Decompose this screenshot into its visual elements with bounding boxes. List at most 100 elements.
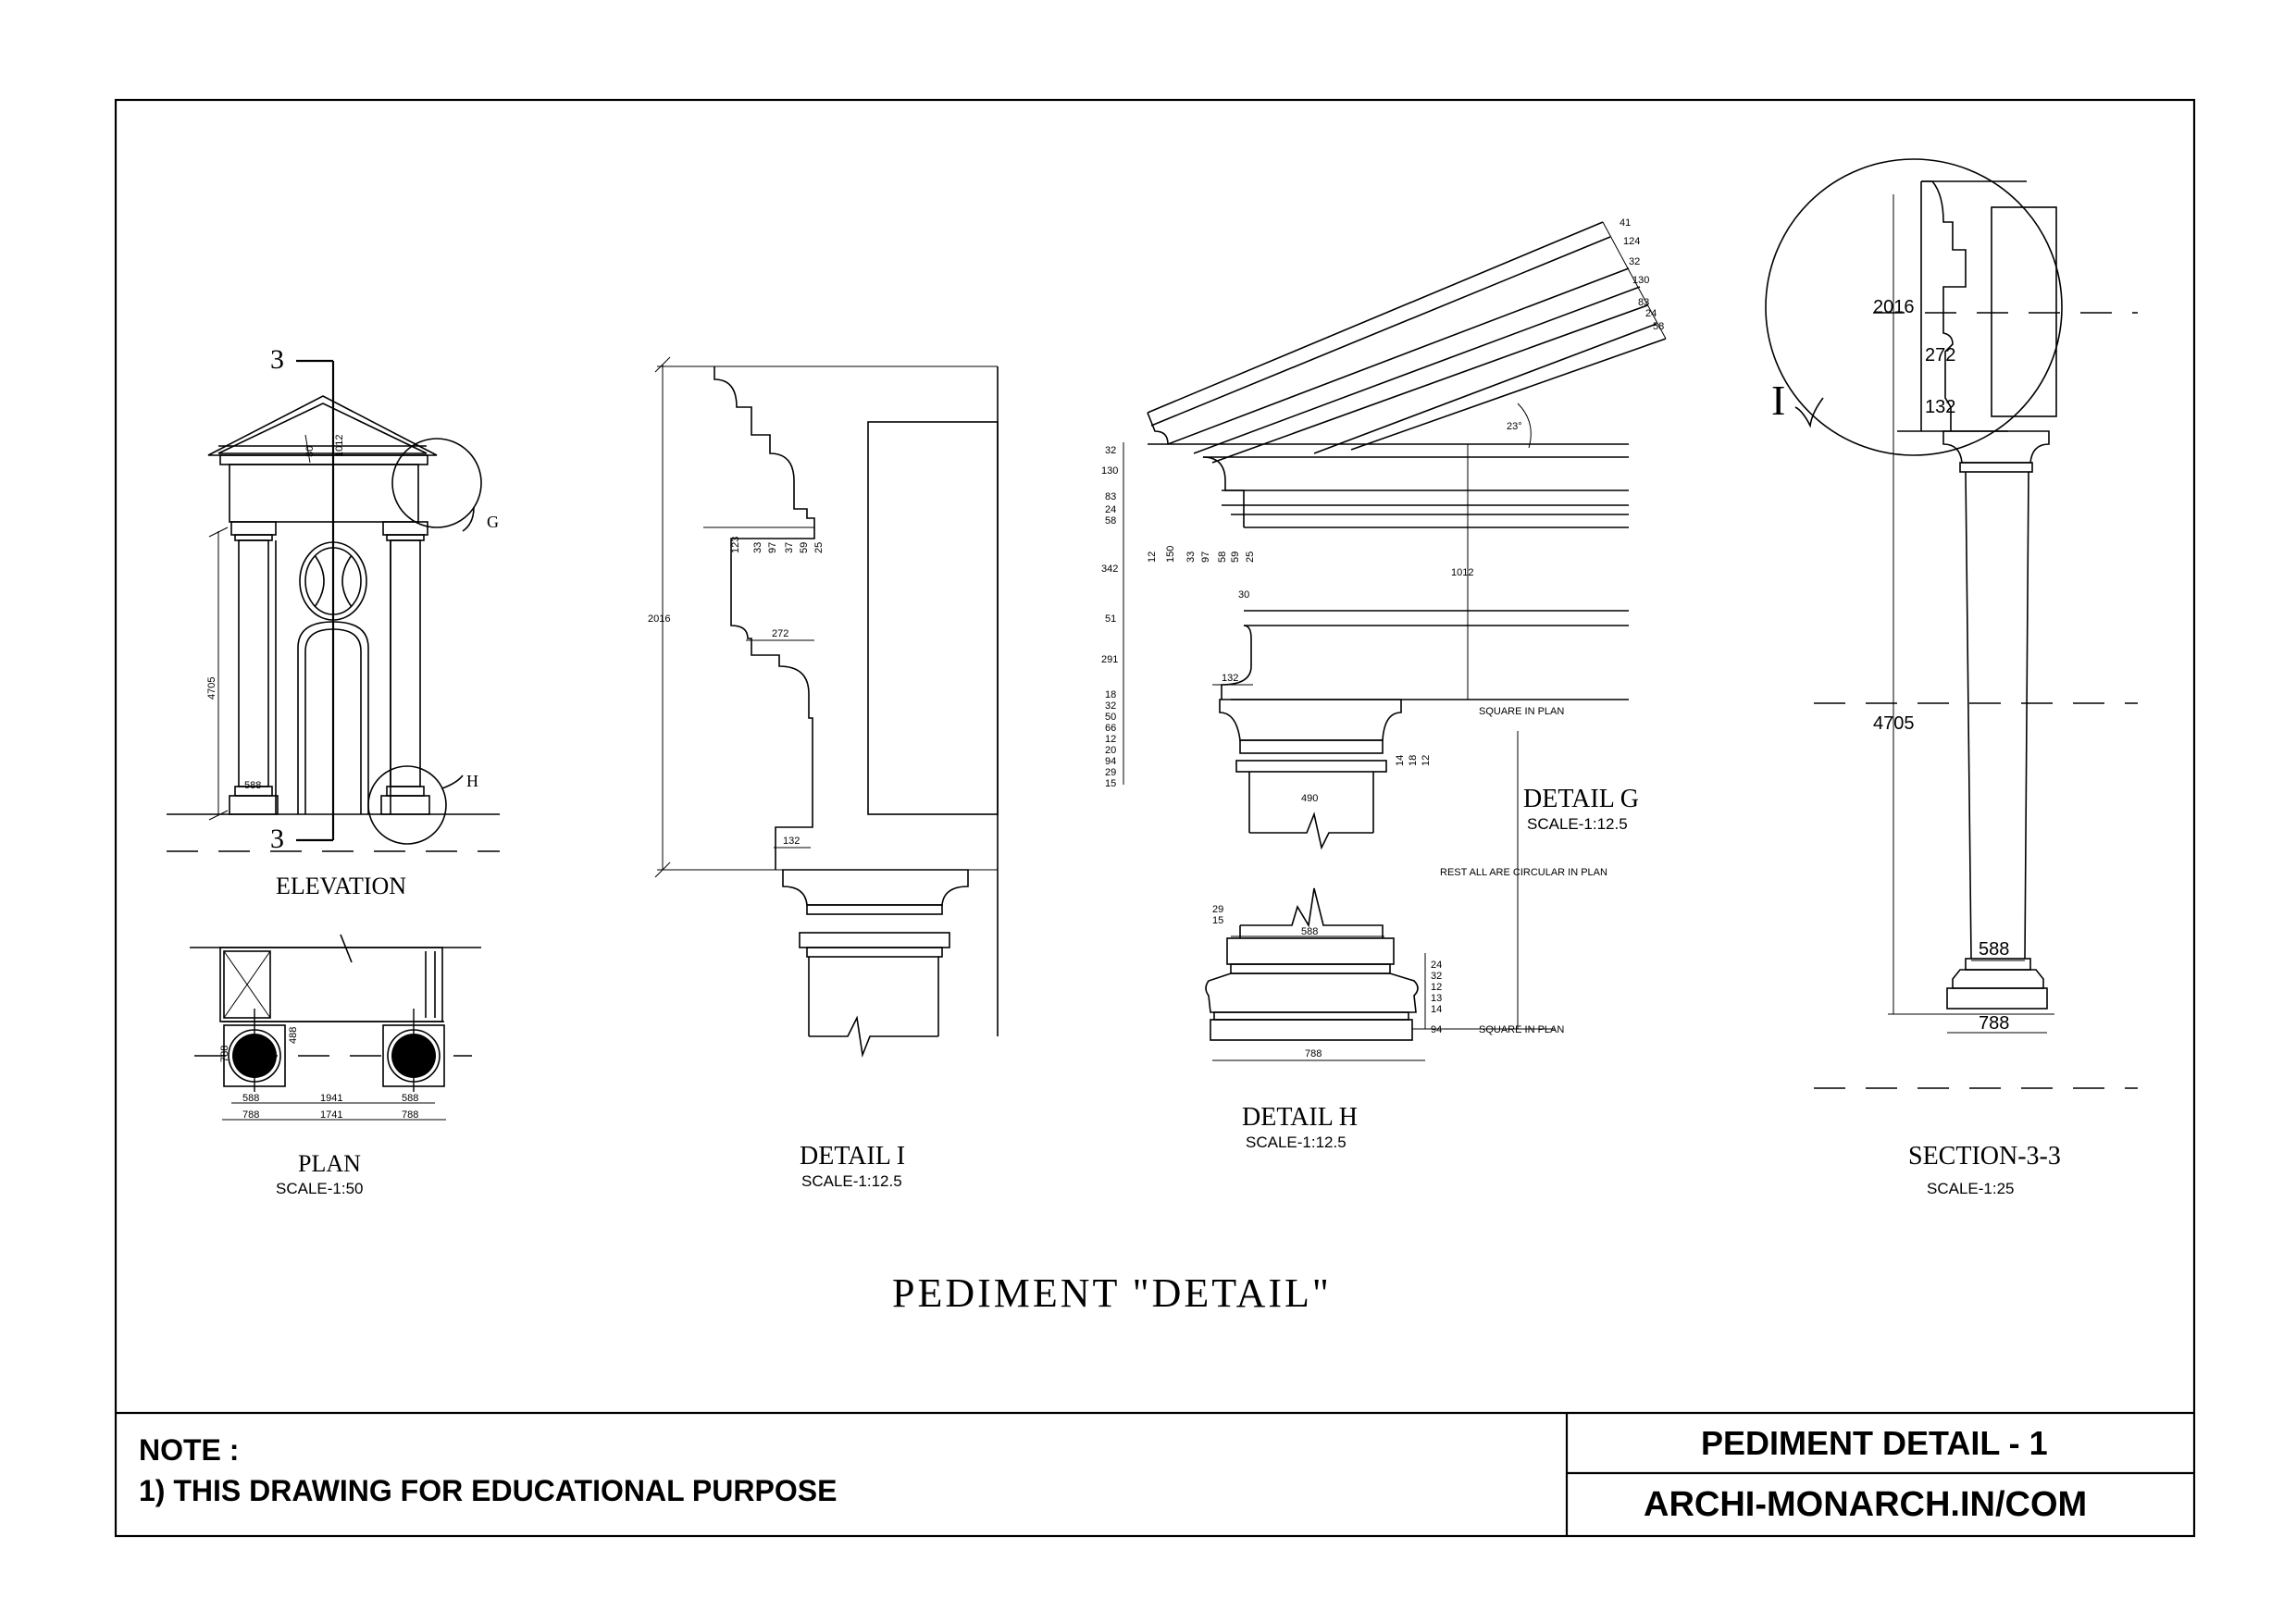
website: ARCHI-MONARCH.IN/COM [1644, 1485, 2087, 1524]
section-dim-132: 132 [1925, 397, 1955, 417]
plan-dim-1941: 1941 [320, 1093, 342, 1104]
di-dim-123: 123 [730, 537, 741, 553]
h-right-94: 94 [1431, 1024, 1442, 1035]
g-rake-41: 41 [1620, 217, 1631, 229]
plan-dim-588b: 588 [402, 1093, 418, 1104]
note-text: 1) THIS DRAWING FOR EDUCATIONAL PURPOSE [139, 1474, 837, 1507]
g-angle: 23° [1507, 421, 1522, 432]
detail-g-view: 41 124 32 130 83 24 58 23° 32 130 83 24 [1101, 217, 1667, 1029]
section-mark-bottom: 3 [270, 824, 284, 854]
sheet-border [114, 98, 2196, 1538]
section-callout-i: I [1771, 377, 1785, 424]
detail-h-scale: SCALE-1:12.5 [1246, 1134, 1347, 1151]
detail-i-scale: SCALE-1:12.5 [801, 1172, 902, 1190]
g-bot-150: 150 [1165, 546, 1176, 563]
elevation-title: ELEVATION [276, 873, 406, 899]
g-left-32: 32 [1105, 445, 1116, 456]
section-dim-4705: 4705 [1873, 713, 1915, 734]
h-left-15: 15 [1212, 915, 1223, 926]
di-dim-2016: 2016 [648, 613, 670, 625]
callout-g: G [487, 513, 499, 531]
h-square-note: SQUARE IN PLAN [1479, 1024, 1564, 1035]
g-bot-97: 97 [1200, 551, 1211, 563]
h-dim-588: 588 [1301, 926, 1318, 937]
g-rake-124: 124 [1623, 236, 1640, 247]
g-square-note: SQUARE IN PLAN [1479, 706, 1564, 717]
elev-dim-30: 30 [304, 446, 316, 457]
plan-dim-788b: 788 [402, 1109, 418, 1121]
note-label: NOTE : [139, 1433, 239, 1467]
h-dim-788: 788 [1305, 1048, 1322, 1059]
g-left-83: 83 [1105, 491, 1116, 502]
section-dim-788: 788 [1979, 1013, 2009, 1034]
g-left-12: 12 [1105, 734, 1116, 745]
detail-h-view: 788 588 29 15 24 32 12 13 14 94 SQUARE I… [1205, 887, 1564, 1151]
section-dim-272: 272 [1925, 345, 1955, 365]
plan-scale: SCALE-1:50 [276, 1180, 364, 1197]
di-dim-25: 25 [813, 542, 825, 553]
g-left-29: 29 [1105, 767, 1116, 778]
callout-h: H [466, 772, 478, 790]
h-right-13: 13 [1431, 993, 1442, 1004]
g-rake-24: 24 [1645, 308, 1657, 319]
g-left-130: 130 [1101, 465, 1118, 477]
g-left-66: 66 [1105, 723, 1116, 734]
g-rake-130: 130 [1632, 275, 1649, 286]
plan-view: 588 1941 588 788 1741 788 788 488 PLAN S… [190, 934, 481, 1197]
h-right-32: 32 [1431, 971, 1442, 982]
g-left-94: 94 [1105, 756, 1116, 767]
g-cap-12: 12 [1421, 755, 1432, 766]
g-left-32b: 32 [1105, 700, 1116, 712]
g-rake-32: 32 [1629, 256, 1640, 267]
elev-dim-1012: 1012 [334, 435, 345, 457]
g-left-50: 50 [1105, 712, 1116, 723]
di-dim-97: 97 [767, 542, 778, 553]
detail-g-scale: SCALE-1:12.5 [1527, 815, 1628, 833]
g-dim-1012: 1012 [1451, 567, 1473, 578]
g-left-18: 18 [1105, 689, 1116, 700]
section-mark-top: 3 [270, 344, 284, 375]
detail-h-title: DETAIL H [1242, 1103, 1358, 1132]
elev-dim-4705: 4705 [206, 677, 217, 700]
g-dim-30: 30 [1238, 589, 1249, 601]
di-dim-132: 132 [783, 836, 800, 847]
elev-dim-588: 588 [244, 780, 261, 791]
section-scale: SCALE-1:25 [1927, 1180, 2015, 1197]
g-circular-note: REST ALL ARE CIRCULAR IN PLAN [1440, 867, 1607, 878]
g-bot-58: 58 [1217, 551, 1228, 563]
detail-g-title: DETAIL G [1523, 785, 1639, 813]
section-3-3-view: I 2016 272 132 4705 588 788 SECTION-3-3 … [1765, 158, 2138, 1197]
g-left-51: 51 [1105, 613, 1116, 625]
plan-dim-788a: 788 [242, 1109, 259, 1121]
g-bot-25: 25 [1245, 551, 1256, 563]
di-dim-33: 33 [752, 542, 763, 553]
section-title: SECTION-3-3 [1908, 1142, 2061, 1171]
main-drawing-title: PEDIMENT "DETAIL" [892, 1270, 1332, 1316]
di-dim-272: 272 [772, 628, 788, 639]
h-left-29: 29 [1212, 904, 1223, 915]
plan-dim-788v: 788 [219, 1046, 230, 1062]
di-dim-59: 59 [799, 542, 810, 553]
g-left-24: 24 [1105, 504, 1116, 515]
g-left-291: 291 [1101, 654, 1118, 665]
g-cap-14: 14 [1395, 755, 1406, 766]
g-dim-132: 132 [1222, 673, 1238, 684]
g-dim-490: 490 [1301, 793, 1318, 804]
h-right-14: 14 [1431, 1004, 1442, 1015]
plan-dim-488v: 488 [288, 1027, 299, 1044]
g-left-15: 15 [1105, 778, 1116, 789]
h-right-12: 12 [1431, 982, 1442, 993]
g-left-58: 58 [1105, 515, 1116, 527]
g-bot-12: 12 [1147, 551, 1158, 563]
g-bot-33: 33 [1185, 551, 1197, 563]
plan-title: PLAN [298, 1150, 361, 1177]
g-rake-83: 83 [1638, 297, 1649, 308]
detail-i-title: DETAIL I [800, 1142, 905, 1171]
plan-dim-1741: 1741 [320, 1109, 342, 1121]
di-dim-37: 37 [784, 542, 795, 553]
g-cap-18: 18 [1408, 755, 1419, 766]
g-bot-59: 59 [1230, 551, 1241, 563]
plan-dim-588a: 588 [242, 1093, 259, 1104]
section-dim-588: 588 [1979, 939, 2009, 960]
